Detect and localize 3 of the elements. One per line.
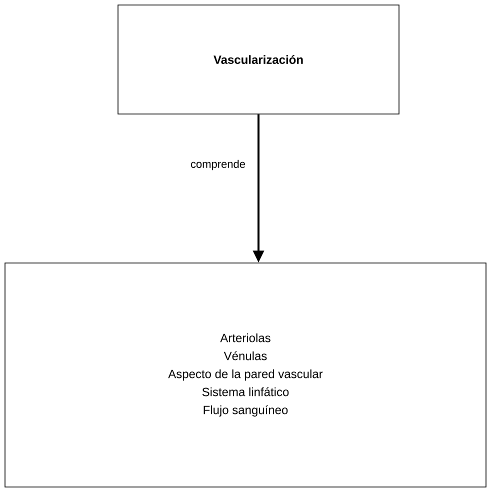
concept-box: Vascularización bbox=[118, 4, 400, 114]
list-box: Arteriolas Vénulas Aspecto de la pared vascular Sistema linfático Flujo sanguíneo bbox=[4, 262, 486, 488]
edge-label: comprende bbox=[189, 158, 247, 172]
